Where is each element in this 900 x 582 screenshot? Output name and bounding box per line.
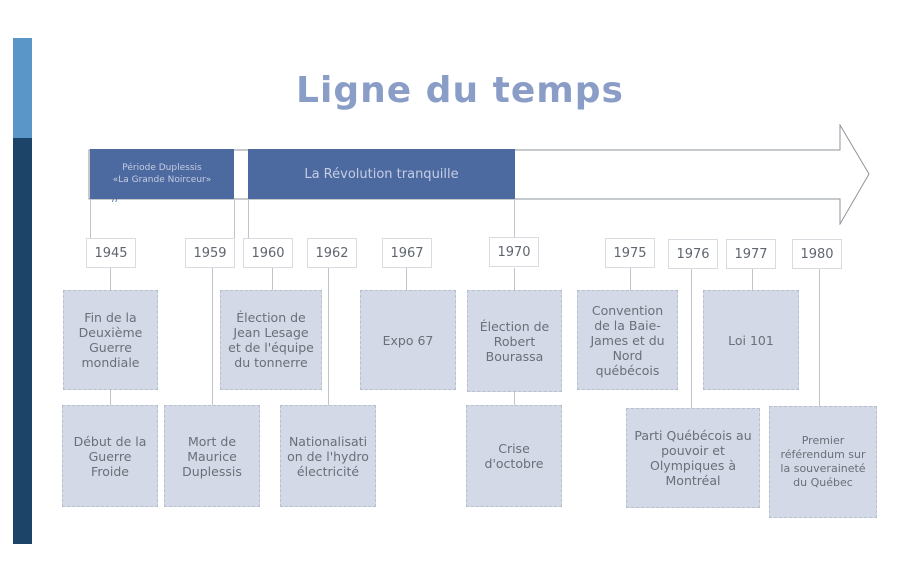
event-card-1967: Expo 67 — [360, 290, 456, 390]
connector-1975 — [630, 268, 631, 291]
event-text: Élection de Jean Lesage et de l'équipe d… — [228, 310, 314, 370]
event-text: Parti Québécois au pouvoir et Olympiques… — [634, 428, 752, 488]
event-text: Élection de Robert Bourassa — [479, 318, 550, 364]
year-1967: 1967 — [382, 238, 432, 268]
event-text: Nationalisation de l'hydroélectricité — [287, 433, 369, 479]
event-card-1970-b: Crise d'octobre — [466, 405, 562, 507]
event-text: Loi 101 — [728, 332, 774, 348]
event-card-1977: Loi 101 — [703, 290, 799, 390]
event-text: Fin de la Deuxième Guerre mondiale — [78, 310, 143, 370]
connector-band-b-right — [514, 199, 515, 237]
period-duplessis-band: Période Duplessis «La Grande Noirceur» — [90, 149, 234, 199]
year-1980: 1980 — [792, 239, 842, 269]
event-card-1962: Nationalisation de l'hydroélectricité — [280, 405, 376, 507]
event-card-1945-b: Début de la Guerre Froide — [62, 405, 158, 507]
revolution-tranquille-band: La Révolution tranquille — [248, 149, 515, 199]
period-duplessis-subtitle: «La Grande Noirceur» — [112, 175, 212, 185]
event-card-1970: Élection de Robert Bourassa — [467, 290, 562, 392]
period-duplessis-label: Période Duplessis — [122, 163, 202, 173]
connector-band-b-left — [248, 199, 249, 239]
event-text: Expo 67 — [382, 332, 434, 348]
event-text: Crise d'octobre — [484, 441, 544, 471]
connector-1980 — [819, 268, 820, 408]
event-card-1960: Élection de Jean Lesage et de l'équipe d… — [220, 290, 322, 390]
connector-1962 — [328, 268, 329, 406]
year-1962: 1962 — [307, 238, 357, 268]
event-text: Premier référendum sur la souveraineté d… — [780, 434, 866, 489]
year-1970: 1970 — [489, 237, 539, 267]
connector-1967 — [406, 268, 407, 291]
connector-1977 — [752, 268, 753, 291]
accent-bar-top — [13, 38, 32, 138]
page-title: Ligne du temps — [296, 70, 624, 111]
event-card-1980: Premier référendum sur la souveraineté d… — [769, 406, 877, 518]
connector-band-a-right — [234, 199, 235, 239]
connector-band-a-left — [90, 199, 91, 239]
event-card-1975: Convention de la Baie-James et du Nord q… — [577, 290, 678, 390]
year-1960: 1960 — [243, 238, 293, 268]
year-1977: 1977 — [726, 239, 776, 269]
event-text: Convention de la Baie-James et du Nord q… — [590, 302, 665, 378]
year-1945: 1945 — [86, 238, 136, 268]
accent-bar-bottom — [13, 138, 32, 544]
break-mark: // — [112, 193, 119, 204]
event-card-1945: Fin de la Deuxième Guerre mondiale — [63, 290, 158, 390]
connector-1976 — [691, 268, 692, 408]
year-1959: 1959 — [185, 238, 235, 268]
year-1976: 1976 — [668, 239, 718, 269]
revolution-tranquille-label: La Révolution tranquille — [304, 166, 459, 182]
connector-1959 — [212, 268, 213, 406]
event-card-1959: Mort de Maurice Duplessis — [164, 405, 260, 507]
event-text: Début de la Guerre Froide — [73, 433, 147, 479]
connector-1960 — [272, 268, 273, 291]
event-card-1976: Parti Québécois au pouvoir et Olympiques… — [626, 408, 760, 508]
event-text: Mort de Maurice Duplessis — [182, 433, 242, 479]
year-1975: 1975 — [605, 238, 655, 268]
